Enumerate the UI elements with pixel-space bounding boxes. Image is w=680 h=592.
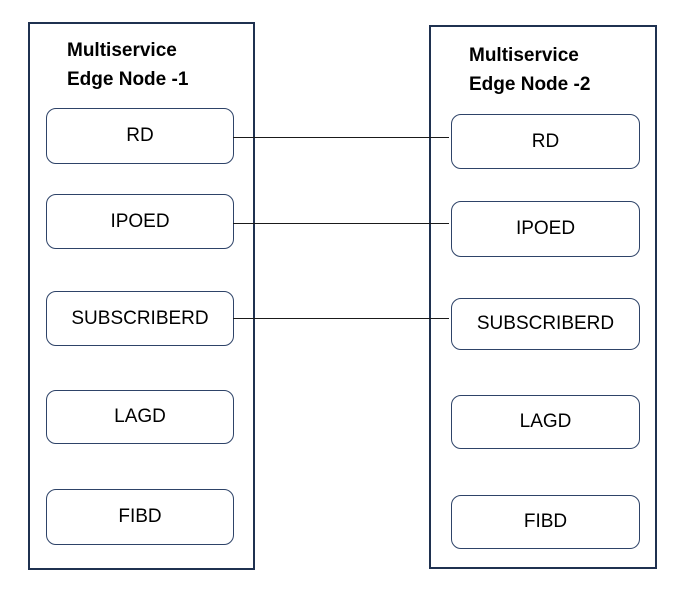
node-1-title-line1: Multiservice [67,40,177,61]
node-2-process-box-ipoed: IPOED [451,201,640,257]
node-1-process-box-fibd: FIBD [46,489,234,545]
node-2-title-line1: Multiservice [469,45,579,66]
node-1-title: Multiservice Edge Node -1 [67,36,188,94]
connector-line-rd [233,137,449,138]
node-2-title: Multiservice Edge Node -2 [469,41,590,99]
node-2-process-box-subscriberd: SUBSCRIBERD [451,298,640,350]
node-1-process-box-ipoed: IPOED [46,194,234,249]
node-2-process-box-rd: RD [451,114,640,169]
node-2-container: Multiservice Edge Node -2 RD IPOED SUBSC… [429,25,657,569]
connector-line-subscriberd [233,318,449,319]
node-2-process-box-lagd: LAGD [451,395,640,449]
node-1-process-box-rd: RD [46,108,234,164]
node-1-container: Multiservice Edge Node -1 RD IPOED SUBSC… [28,22,255,570]
node-1-process-box-subscriberd: SUBSCRIBERD [46,291,234,346]
node-1-process-box-lagd: LAGD [46,390,234,444]
node-2-process-box-fibd: FIBD [451,495,640,549]
node-1-title-line2: Edge Node -1 [67,69,189,90]
connector-line-ipoed [233,223,449,224]
node-2-title-line2: Edge Node -2 [469,74,591,95]
